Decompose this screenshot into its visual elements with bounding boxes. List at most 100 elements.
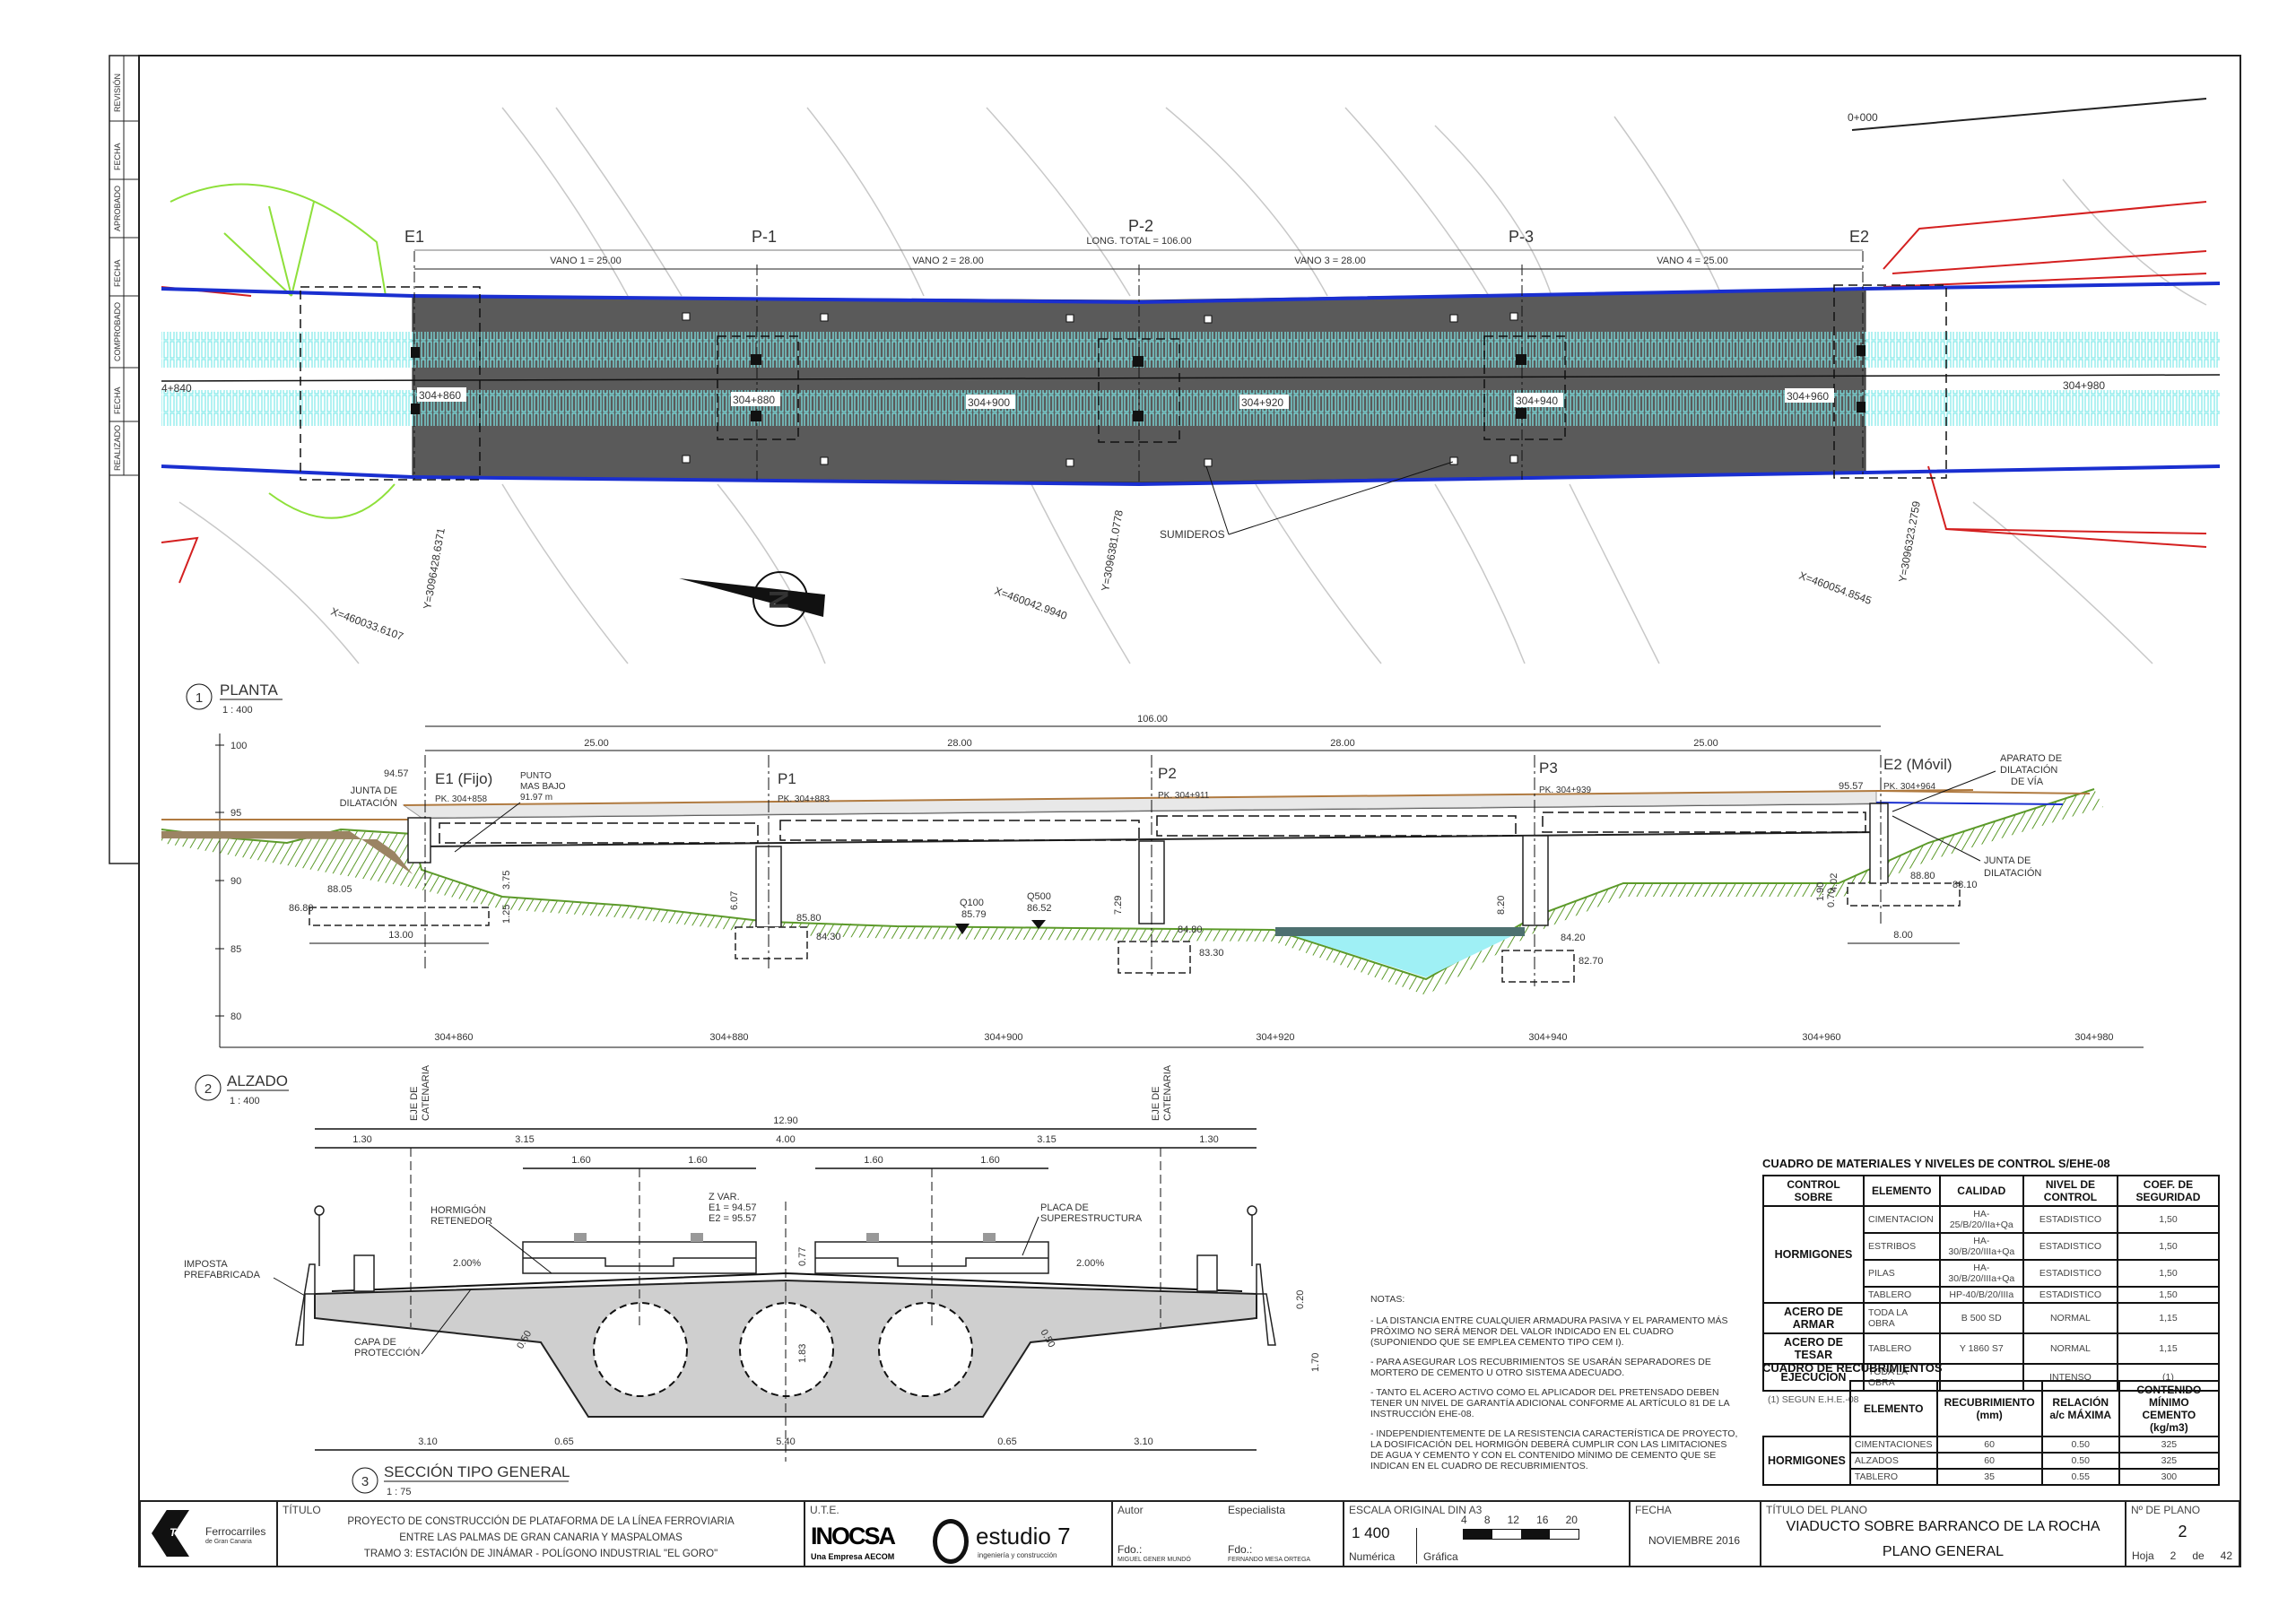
support-name: P1: [778, 770, 796, 787]
z-var-label: E2 = 95.57: [709, 1213, 757, 1224]
graphic-scale-bar: [1463, 1529, 1579, 1540]
level-label: 86.80: [289, 903, 314, 914]
support-axes: [424, 755, 1882, 986]
support-pk: PK. 304+939: [1539, 785, 1592, 795]
cell: ESTADISTICO: [2022, 1286, 2118, 1304]
coord-x: X=460033.6107: [329, 605, 405, 643]
level-label: 83.30: [1199, 948, 1224, 959]
cell: TABLERO: [1862, 1286, 1941, 1304]
level-label: 88.10: [1952, 880, 1978, 890]
cross-section: EJE DE CATENARIA EJE DE CATENARIA 12.90 …: [184, 1064, 1321, 1497]
catenary-label: EJE DE: [409, 1086, 420, 1121]
level-label: 85.80: [796, 913, 822, 924]
station-label: 304+860: [419, 389, 461, 402]
rail-level: [403, 789, 1974, 806]
support-label-p2: P-2: [1128, 217, 1153, 235]
dim-span-label: 25.00: [584, 738, 609, 749]
num-plano-value: 2: [2178, 1523, 2187, 1541]
x-tick: 304+860: [434, 1032, 473, 1043]
cell: B 500 SD: [1938, 1302, 2024, 1334]
river-surface: [1275, 927, 1525, 936]
scale-cell: ESCALA ORIGINAL DIN A3 1 400 Numérica Gr…: [1344, 1501, 1631, 1567]
cell: 325: [2118, 1436, 2221, 1454]
scale-tick: 4: [1461, 1514, 1467, 1526]
ute-cell: U.T.E. INOCSA Una Empresa AECOM estudio …: [805, 1501, 1113, 1567]
table-row: HORMIGONES CIMENTACIONES 60 0.50 325: [1762, 1436, 2221, 1486]
coord-y: Y=3096381.0778: [1099, 508, 1126, 592]
topographic-contours: [178, 107, 2207, 664]
table-row: TABLERO HP-40/B/20/IIIa ESTADISTICO 1,50: [1763, 1286, 2221, 1304]
dim-label: 1.60: [864, 1155, 883, 1166]
fecha-label: FECHA: [113, 386, 122, 414]
materials-footnote: (1) SEGUN E.H.E.-08: [1768, 1394, 1859, 1405]
cell: ESTADISTICO: [2022, 1232, 2118, 1261]
flood-level: Q100: [960, 898, 984, 908]
view-number: 3: [361, 1474, 369, 1489]
client-logo: TGC Ferrocarriles de Gran Canaria: [139, 1501, 278, 1567]
elevation-view: 100 95 90 85 80 304+860 304+880 304+900 …: [161, 714, 2144, 1107]
cell: 1,15: [2116, 1332, 2221, 1365]
level-label: 84.80: [1178, 924, 1203, 935]
covers-table-block: CUADRO DE RECUBRIMIENTOS ELEMENTO RECUBR…: [1762, 1361, 2222, 1486]
dim-label: 5.40: [776, 1436, 795, 1447]
view-scale: 1 : 400: [230, 1096, 260, 1107]
cell: TABLERO: [1862, 1332, 1941, 1365]
view-title: SECCIÓN TIPO GENERAL: [384, 1463, 570, 1480]
scale-tick: 16: [1536, 1514, 1549, 1526]
cell: PILAS: [1862, 1259, 1941, 1288]
callout: DILATACIÓN: [1984, 867, 2041, 879]
titulo-label: TÍTULO: [283, 1504, 321, 1516]
coord-y: Y=3096323.2759: [1896, 499, 1923, 583]
column-header: NIVEL DE CONTROL: [2022, 1175, 2118, 1207]
dim-label: 3.10: [1134, 1436, 1152, 1447]
column-header: CONTROL SOBRE: [1762, 1175, 1865, 1207]
ute-label: U.T.E.: [810, 1504, 839, 1516]
project-title-line: TRAMO 3: ESTACIÓN DE JINÁMAR - POLÍGONO …: [363, 1549, 718, 1559]
dim-label: 3.75: [501, 871, 512, 890]
section-title: 3 SECCIÓN TIPO GENERAL 1 : 75: [352, 1463, 570, 1497]
dim-label: 1.30: [1199, 1134, 1218, 1145]
logo-name: Ferrocarriles: [205, 1525, 266, 1538]
cell: CIMENTACIONES: [1848, 1436, 1938, 1454]
cell: TODA LA OBRA: [1862, 1302, 1941, 1334]
dim-label: 0.70: [1826, 889, 1837, 907]
cell: 0.55: [2040, 1468, 2120, 1486]
scale-tick: 20: [1565, 1514, 1578, 1526]
dim-label: 1.70: [1310, 1353, 1321, 1372]
column-header: ELEMENTO: [1848, 1380, 1938, 1437]
catenary-label: CATENARIA: [421, 1064, 431, 1121]
column-header: CALIDAD: [1938, 1175, 2024, 1207]
track-2: [161, 390, 2220, 426]
notes-title: NOTAS:: [1370, 1294, 1405, 1305]
support-pk: PK. 304+911: [1158, 791, 1210, 801]
voids: [593, 1302, 973, 1397]
view-title: ALZADO: [227, 1072, 288, 1089]
cell: 1,15: [2116, 1302, 2221, 1334]
fecha-label: FECHA: [113, 259, 122, 287]
callout: MAS BAJO: [520, 782, 566, 792]
cell: ALZADOS: [1848, 1452, 1938, 1470]
deck-edge-bottom: [161, 464, 2221, 487]
callout: CAPA DE: [354, 1337, 396, 1348]
project-title-line: ENTRE LAS PALMAS DE GRAN CANARIA Y MASPA…: [399, 1532, 683, 1543]
y-tick: 90: [230, 876, 241, 887]
callout: 91.97 m: [520, 793, 552, 803]
column-header: CONTENIDO MÍNIMO CEMENTO (kg/m3): [2118, 1380, 2221, 1437]
bearings: [411, 345, 1866, 421]
group-cell: EJECUCION: [1762, 1363, 1865, 1392]
level-label: 88.80: [1910, 871, 1935, 881]
dim-label: 0.20: [1295, 1290, 1306, 1309]
leader: [1892, 815, 1981, 862]
author-cell: Autor Especialista Fdo.: Fdo.: MIGUEL GE…: [1113, 1501, 1344, 1567]
dim-label: 1.60: [980, 1155, 999, 1166]
platform-level-right: [1875, 802, 2064, 805]
drawing-title-cell: TÍTULO DEL PLANO VIADUCTO SOBRE BARRANCO…: [1761, 1501, 2126, 1567]
group-cell: ACERO DE ARMAR: [1762, 1302, 1865, 1334]
callout: PUNTO: [520, 771, 552, 781]
group-cell: HORMIGONES: [1762, 1205, 1865, 1304]
x-tick: 304+980: [2074, 1032, 2113, 1043]
fecha-label: FECHA: [1635, 1504, 1672, 1516]
y-tick: 100: [230, 741, 247, 751]
callout: RETENEDOR: [430, 1216, 492, 1227]
estudio7-logo: estudio 7: [976, 1523, 1071, 1549]
